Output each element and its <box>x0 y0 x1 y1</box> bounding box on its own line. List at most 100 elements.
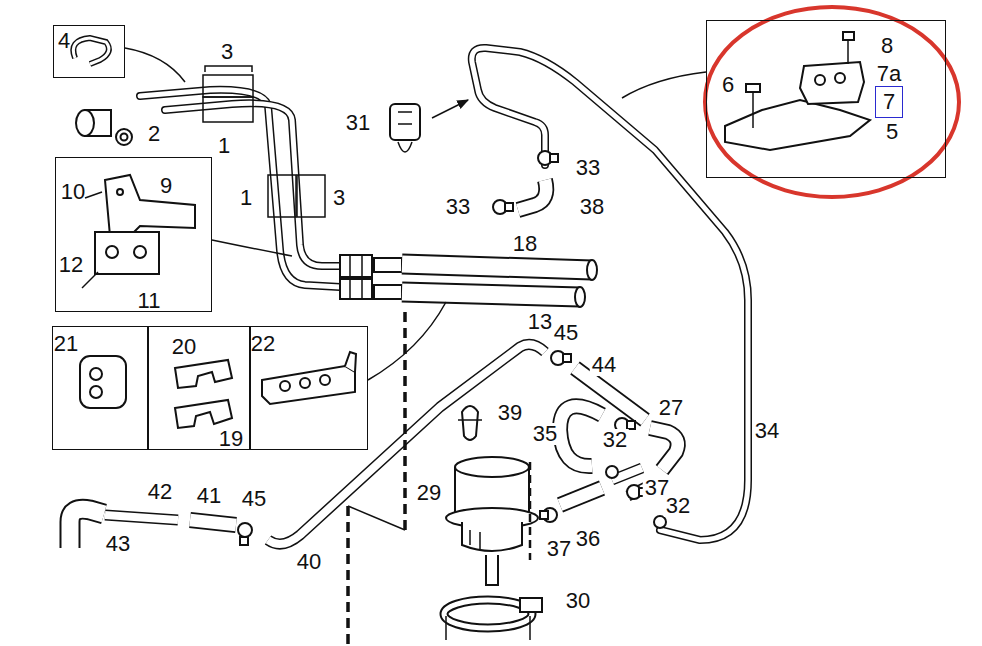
dashed-guide-lines <box>529 462 532 560</box>
clip-31 <box>390 100 468 152</box>
callout-number: 1 <box>238 187 254 209</box>
callout-number: 4 <box>58 30 70 52</box>
fuel-hose <box>587 260 597 280</box>
pressure-regulator <box>486 555 498 585</box>
inset-frame: 22 <box>250 326 368 450</box>
inset-leader-lines <box>125 48 706 380</box>
callout-number: 20 <box>172 336 196 358</box>
inset-frame: 1091211 <box>55 157 212 312</box>
dashed-guide-lines <box>403 312 407 530</box>
steel-fuel-pipes <box>165 103 340 266</box>
hoses <box>650 428 678 470</box>
mounting-clamp <box>520 598 542 612</box>
hoses <box>560 406 602 466</box>
inset-bracket-5-8 <box>843 32 854 40</box>
pipe-clips <box>297 175 325 217</box>
hoses <box>190 520 236 525</box>
fuel-hose <box>402 292 580 297</box>
pipe-clips <box>203 75 253 97</box>
inset-bracket-5-8 <box>835 73 845 83</box>
inset-frame: 4 <box>53 25 125 78</box>
callout-number: 34 <box>753 420 781 442</box>
pipe-clips <box>268 175 296 217</box>
callout-number: 36 <box>574 528 602 550</box>
hose-clamps <box>505 203 513 211</box>
hose-clamps <box>240 537 248 545</box>
callout-number: 41 <box>195 485 223 507</box>
callout-number: 30 <box>564 590 592 612</box>
hoses <box>105 515 178 520</box>
inset-clip-22 <box>300 378 310 388</box>
hose-clamps <box>606 466 618 478</box>
dashed-guide-lines <box>346 506 350 646</box>
inset-clip-4 <box>73 38 109 64</box>
callout-number: 1 <box>216 135 232 157</box>
pipe-fittings <box>374 285 402 299</box>
inset-clips-20-19 <box>175 360 232 388</box>
callout-number: 6 <box>722 74 734 96</box>
highlight-box: 7 <box>875 86 903 118</box>
callout-number: 3 <box>219 41 235 63</box>
inset-bracket-9-12 <box>105 175 195 240</box>
inset-clip-22 <box>345 352 356 372</box>
hose-clamps <box>654 516 666 528</box>
hoses <box>650 428 678 470</box>
mounting-clamp <box>446 616 530 640</box>
callout-number: 33 <box>574 157 602 179</box>
mounting-clamp <box>444 598 542 640</box>
fuel-hose <box>575 287 585 307</box>
callout-number: 2 <box>146 123 162 145</box>
inset-leader-lines <box>622 72 706 98</box>
callout-number: 8 <box>881 35 893 57</box>
inset-bracket-9-12 <box>82 175 195 288</box>
callout-number: 45 <box>240 488 268 510</box>
hoses <box>70 509 104 548</box>
hose-clamps <box>540 511 548 519</box>
hoses <box>560 488 602 505</box>
inset-bracket-5-8 <box>752 92 754 128</box>
inset-clip-22 <box>262 352 356 404</box>
inset-clip-21 <box>80 356 126 408</box>
mounting-clamp <box>444 600 532 628</box>
inset-bracket-9-12 <box>106 246 118 258</box>
steel-fuel-pipes <box>140 90 340 287</box>
callout-number: 18 <box>511 233 539 255</box>
clip-31 <box>398 142 412 152</box>
clip-31 <box>390 104 420 140</box>
pipe-clips <box>203 97 253 122</box>
callout-number: 12 <box>59 254 83 276</box>
callout-number: 38 <box>578 196 606 218</box>
steel-fuel-pipes <box>140 90 340 287</box>
hoses <box>518 180 546 210</box>
callout-number: 3 <box>331 187 347 209</box>
hose-clamps <box>238 151 666 545</box>
hose-clamps <box>238 523 252 537</box>
hoses <box>560 406 602 466</box>
mounting-clamp <box>444 600 532 628</box>
grommet-and-washer <box>76 110 132 145</box>
steel-fuel-pipes <box>140 90 340 287</box>
pressure-regulator <box>470 530 480 550</box>
red-highlight-circle <box>705 7 959 197</box>
inset-clips-20-19 <box>175 400 232 428</box>
clip-31 <box>432 100 468 118</box>
inset-clip-21 <box>90 368 102 380</box>
inset-bracket-5-8 <box>725 100 870 150</box>
callout-number: 42 <box>146 481 174 503</box>
inset-bracket-5-8 <box>815 75 825 85</box>
callout-number: 45 <box>552 322 580 344</box>
clip-39 <box>458 406 482 440</box>
callout-number: 39 <box>496 402 524 424</box>
inset-clip-4 <box>73 38 109 64</box>
callout-number: 22 <box>251 333 275 355</box>
callout-number: 43 <box>104 533 132 555</box>
callout-number: 44 <box>590 354 618 376</box>
grommet-and-washer <box>121 134 128 141</box>
hose-clamps <box>627 421 635 429</box>
inset-frame: 21 <box>52 326 148 450</box>
grommet-and-washer <box>76 110 94 136</box>
inset-bracket-9-12 <box>82 272 98 288</box>
inset-bracket-5-8 <box>746 84 760 92</box>
